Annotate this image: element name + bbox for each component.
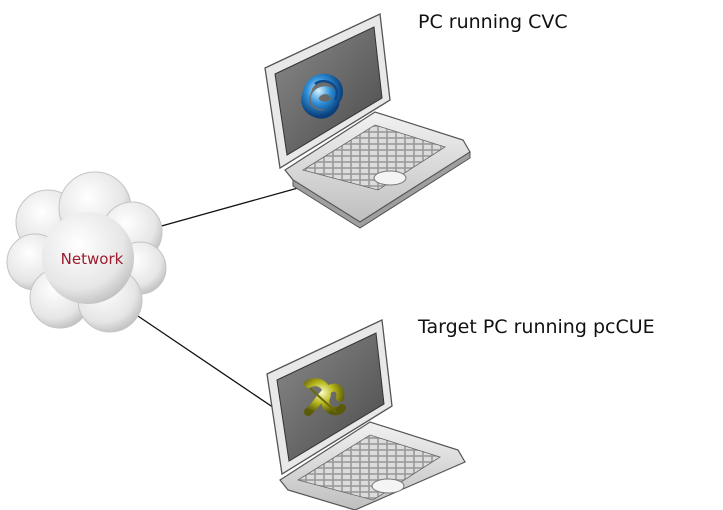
gold-knot-logo-icon xyxy=(304,378,346,416)
connection-line-to-pccue xyxy=(131,311,281,413)
touchpad xyxy=(371,478,405,494)
connection-line-to-cvc xyxy=(139,187,299,233)
laptop-cvc xyxy=(264,13,471,229)
network-cloud xyxy=(6,171,167,333)
pccue-pc-caption: Target PC running pcCUE xyxy=(418,316,655,338)
blue-knot-logo-icon xyxy=(301,73,343,119)
touchpad xyxy=(373,170,407,186)
cvc-pc-caption: PC running CVC xyxy=(418,11,568,33)
laptop-pccue xyxy=(266,319,466,510)
network-label: Network xyxy=(60,250,124,268)
